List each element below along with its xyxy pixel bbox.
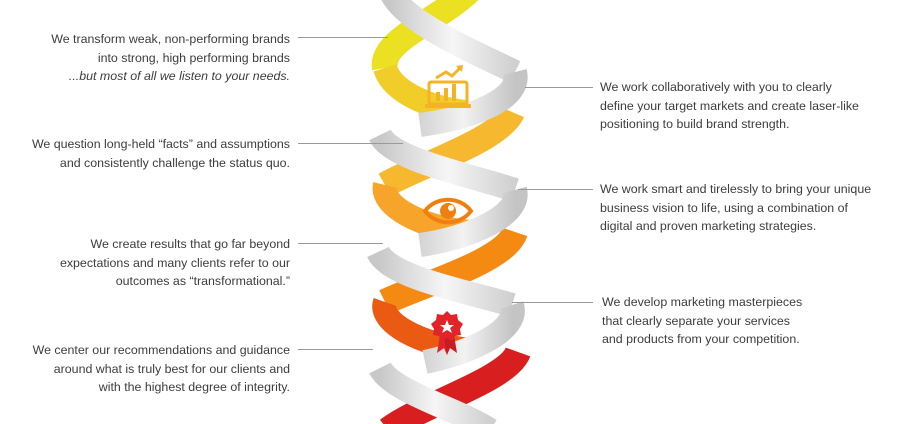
- statement-line: positioning to build brand strength.: [600, 117, 790, 131]
- statement-line: business vision to life, using a combina…: [600, 200, 848, 215]
- left-statement: We center our recommendations and guidan…: [33, 341, 290, 397]
- connector-line: [518, 189, 593, 190]
- statement-emphasis: ...but most of all we listen to your nee…: [68, 69, 290, 83]
- statement-line: expectations and many clients refer to o…: [59, 255, 290, 270]
- statement-line: We center our recommendations and guidan…: [32, 343, 290, 357]
- growth-chart-icon: [425, 65, 471, 108]
- statement-line: We develop marketing masterpieces: [602, 295, 803, 309]
- statement-line: around what is truly best for our client…: [53, 361, 290, 376]
- right-statement: We work smart and tirelessly to bring yo…: [600, 180, 871, 236]
- statement-line: We transform weak, non-performing brands: [51, 32, 290, 46]
- statement-line: We work smart and tirelessly to bring yo…: [600, 182, 872, 196]
- statement-line: digital and proven marketing strategies.: [600, 219, 817, 233]
- right-statement: We develop marketing masterpieces that c…: [602, 293, 802, 349]
- statement-line: outcomes as “transformational.”: [115, 274, 290, 288]
- statement-line: into strong, high performing brands: [97, 50, 290, 65]
- left-statement: We transform weak, non-performing brands…: [51, 30, 290, 86]
- statement-line: and consistently challenge the status qu…: [59, 155, 290, 170]
- statement-line: We question long-held “facts” and assump…: [31, 137, 290, 151]
- award-ribbon-icon: [431, 311, 463, 355]
- statement-line: and products from your competition.: [602, 332, 800, 346]
- connector-line: [512, 302, 593, 303]
- statement-line: that clearly separate your services: [602, 313, 791, 328]
- left-statement: We create results that go far beyond exp…: [60, 235, 290, 291]
- connector-line: [298, 349, 373, 350]
- eye-icon: [422, 197, 474, 225]
- statement-line: We create results that go far beyond: [90, 237, 290, 251]
- connector-line: [298, 143, 403, 144]
- connector-line: [298, 37, 388, 38]
- statement-line: define your target markets and create la…: [600, 98, 859, 113]
- statement-line: We work collaboratively with you to clea…: [600, 80, 832, 94]
- connector-line: [298, 243, 383, 244]
- connector-line: [525, 87, 593, 88]
- left-statement: We question long-held “facts” and assump…: [32, 135, 290, 172]
- right-statement: We work collaboratively with you to clea…: [600, 78, 859, 134]
- statement-line: with the highest degree of integrity.: [98, 380, 290, 394]
